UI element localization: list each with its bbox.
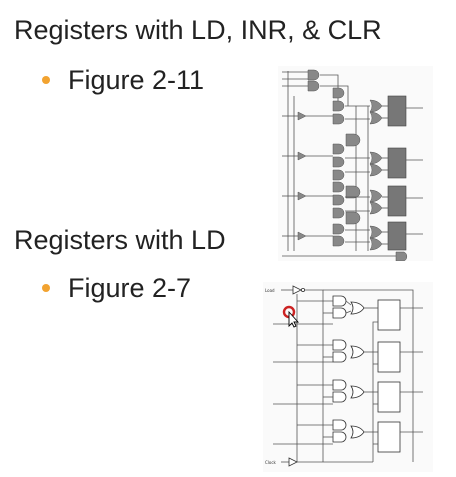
mouse-cursor-icon [282,305,300,328]
bullet-dot-icon [42,76,50,84]
bullet-figure-2-11: Figure 2-11 [42,64,204,96]
bullet-text: Figure 2-11 [68,65,205,95]
figure-2-7-svg: Load [265,285,423,467]
bullet-text: Figure 2-7 [68,273,192,303]
section-title-ld-inr-clr: Registers with LD, INR, & CLR [14,15,382,45]
figure-2-11-diagram [278,66,433,261]
load-label: Load [265,288,275,293]
bullet-figure-2-7: Figure 2-7 [42,272,191,304]
section-title-ld: Registers with LD [14,225,226,255]
bullet-dot-icon [42,284,50,292]
figure-2-7-diagram: Load [263,282,433,472]
clock-label: Clock [265,460,277,465]
figure-2-11-svg [282,69,423,261]
